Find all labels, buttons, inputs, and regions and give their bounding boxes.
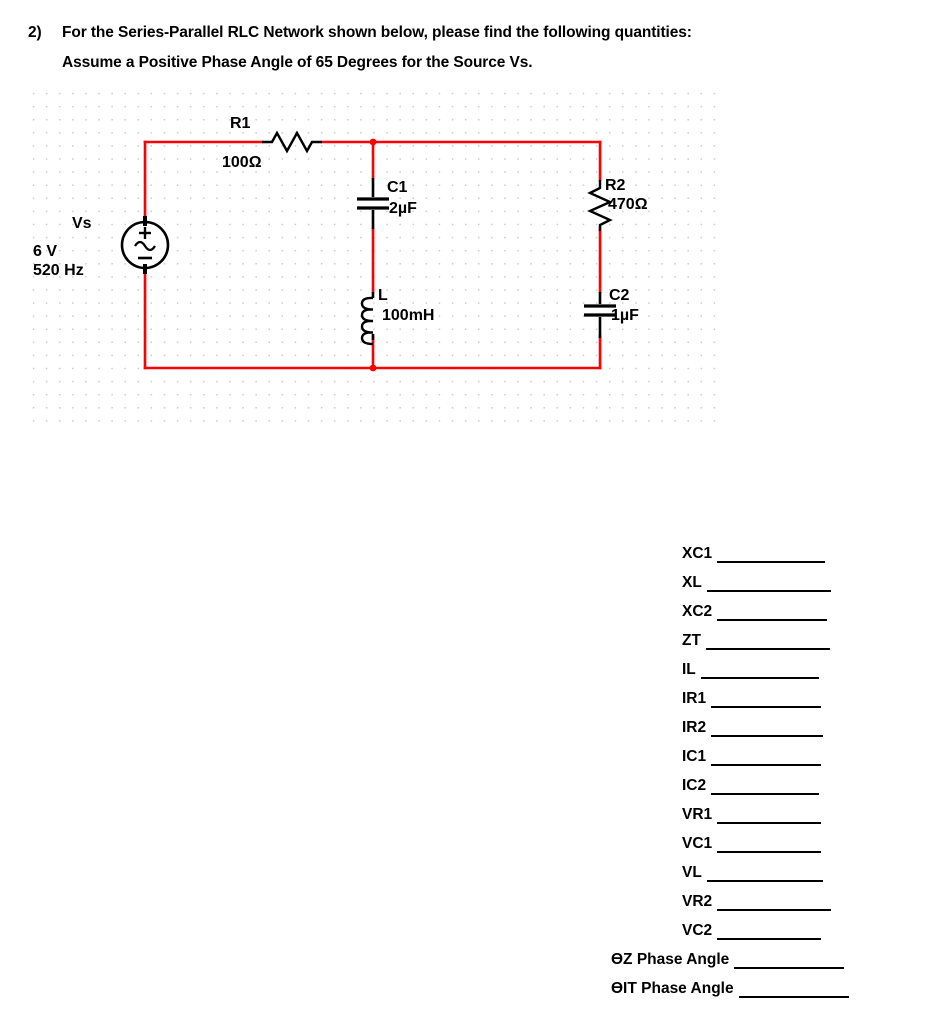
component-r2	[587, 180, 613, 231]
answer-row: IC2	[682, 766, 820, 795]
circuit-drawing: R1 100Ω C1 2µF L 100mH R2 470Ω C2 1µF Vs…	[33, 115, 648, 372]
answer-label: XC1	[682, 545, 713, 562]
component-c1	[357, 178, 389, 229]
answer-blank-field[interactable]	[738, 981, 849, 998]
resistor-zigzag-r2	[587, 180, 613, 231]
inductor-coil-l	[360, 296, 374, 346]
label-c1-ref: C1	[387, 179, 408, 196]
answer-row: VR1	[682, 795, 822, 824]
answer-label: IR2	[682, 719, 707, 736]
answer-row: VR2	[682, 882, 832, 911]
answer-blank-field[interactable]	[734, 952, 845, 969]
answer-blank-field[interactable]	[717, 546, 826, 563]
label-source-name: Vs	[72, 215, 92, 232]
answer-label: IL	[682, 661, 696, 678]
label-r2-ref: R2	[605, 177, 626, 194]
answer-blank-field[interactable]	[706, 575, 831, 592]
answer-blank-field[interactable]	[711, 778, 820, 795]
answer-blank-field[interactable]	[717, 836, 822, 853]
answer-blank-field[interactable]	[717, 604, 828, 621]
answer-row: ZT	[682, 621, 830, 650]
answer-label: VC2	[682, 922, 713, 939]
answer-row: ϴIT Phase Angle	[611, 969, 849, 998]
circuit-schematic: R1 100Ω C1 2µF L 100mH R2 470Ω C2 1µF Vs…	[26, 86, 716, 426]
label-c2-value: 1µF	[611, 307, 639, 324]
answer-blank-field[interactable]	[706, 865, 823, 882]
answer-row: XL	[682, 563, 831, 592]
component-r1	[262, 130, 322, 154]
label-source-frequency: 520 Hz	[33, 262, 84, 279]
junction-node-top	[369, 138, 377, 146]
answer-row: IR1	[682, 679, 822, 708]
voltage-source-vs	[120, 216, 170, 274]
label-c2-ref: C2	[609, 287, 630, 304]
answer-blank-field[interactable]	[717, 923, 822, 940]
circuit-junctions	[369, 138, 377, 372]
answer-row: IL	[682, 650, 819, 679]
plus-icon	[139, 227, 151, 239]
label-r1-ref: R1	[230, 115, 251, 132]
label-source-voltage: 6 V	[33, 243, 57, 260]
answer-row: XC1	[682, 534, 826, 563]
question-number: 2)	[28, 24, 42, 41]
answer-blank-field[interactable]	[700, 662, 819, 679]
resistor-zigzag-r1	[262, 130, 322, 154]
sine-wave-icon	[134, 240, 156, 252]
label-l-ref: L	[378, 287, 388, 304]
answer-label: IR1	[682, 690, 707, 707]
label-r2-value: 470Ω	[608, 196, 648, 213]
answer-row: XC2	[682, 592, 828, 621]
answer-blank-field[interactable]	[717, 807, 822, 824]
answer-row: VC2	[682, 911, 822, 940]
answer-row: IR2	[682, 708, 824, 737]
component-c2	[584, 292, 616, 338]
circuit-wires	[143, 140, 602, 370]
answer-label: VR1	[682, 806, 713, 823]
answer-label: ϴZ Phase Angle	[611, 951, 730, 968]
question-text-line-2: Assume a Positive Phase Angle of 65 Degr…	[62, 54, 533, 71]
answer-label: ZT	[682, 632, 701, 649]
question-text-line-1: For the Series-Parallel RLC Network show…	[62, 24, 692, 41]
label-l-value: 100mH	[382, 307, 434, 324]
answer-row: VL	[682, 853, 823, 882]
junction-node-bottom	[369, 364, 377, 372]
answer-row: ϴZ Phase Angle	[611, 940, 845, 969]
answer-blank-field[interactable]	[711, 720, 824, 737]
answer-label: IC1	[682, 748, 707, 765]
answer-blank-field[interactable]	[705, 633, 830, 650]
component-l	[360, 292, 375, 346]
answer-label: IC2	[682, 777, 707, 794]
answer-label: ϴIT Phase Angle	[611, 980, 734, 997]
answer-label: VL	[682, 864, 702, 881]
answer-row: IC1	[682, 737, 822, 766]
label-r1-value: 100Ω	[222, 154, 262, 171]
answer-row: VC1	[682, 824, 822, 853]
answer-label: XL	[682, 574, 702, 591]
answer-blank-field[interactable]	[717, 894, 832, 911]
answer-label: VR2	[682, 893, 713, 910]
answer-blank-field[interactable]	[711, 749, 822, 766]
answer-blank-field[interactable]	[711, 691, 822, 708]
label-c1-value: 2µF	[389, 200, 417, 217]
answer-label: XC2	[682, 603, 713, 620]
answer-label: VC1	[682, 835, 713, 852]
